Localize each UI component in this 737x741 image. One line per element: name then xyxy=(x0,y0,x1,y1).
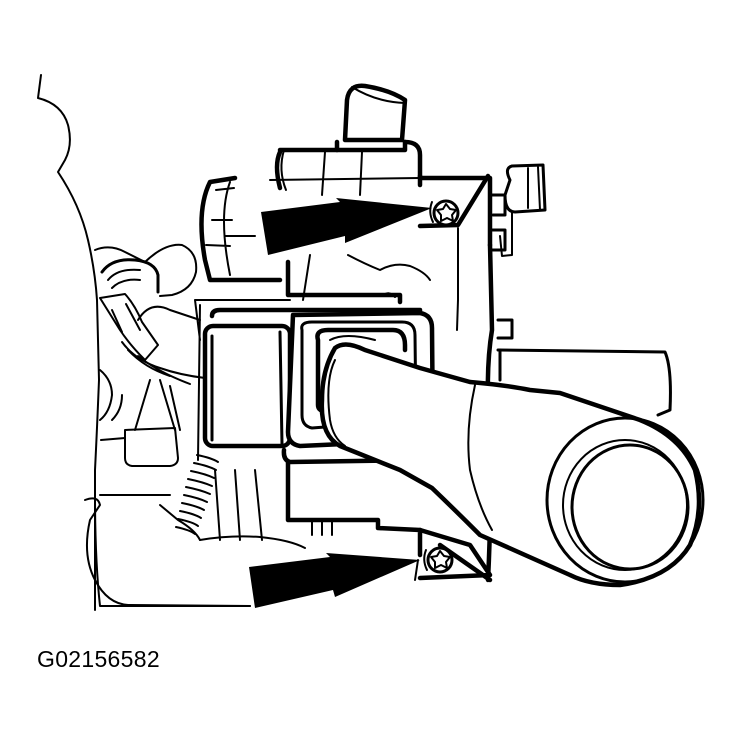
figure-id-label: G02156582 xyxy=(37,646,160,672)
switch-body xyxy=(194,83,507,461)
turn-signal-stalk xyxy=(319,342,705,588)
wiring-harness xyxy=(94,243,206,496)
connector-plug xyxy=(499,163,547,257)
rear-lever xyxy=(496,348,672,417)
lower-callout-arrow xyxy=(249,553,420,608)
corrugated-sleeve xyxy=(175,454,219,535)
upper-callout-arrow xyxy=(261,198,432,255)
column-shroud-outline xyxy=(37,74,100,611)
upper-torx-screw xyxy=(429,199,460,227)
lower-torx-screw xyxy=(423,546,454,574)
